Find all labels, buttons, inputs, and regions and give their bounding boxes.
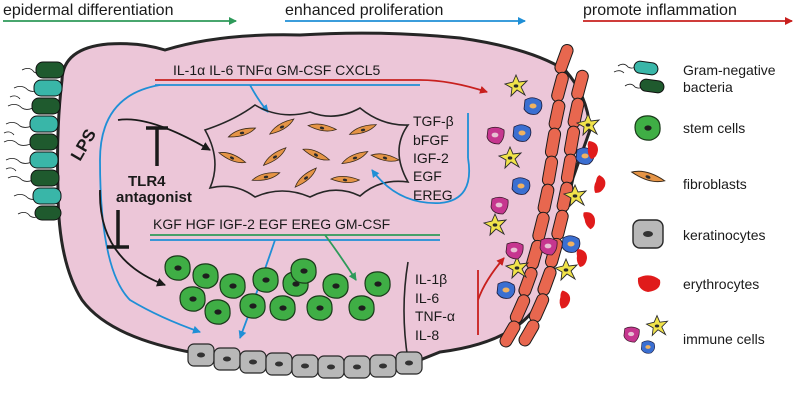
legend-immune-label: immune cells [683, 331, 765, 347]
middle-cytokines-label: KGF HGF IGF-2 EGF EREG GM-CSF [153, 216, 390, 232]
arrow-top-to-keratinocytes [99, 84, 201, 334]
factor-tgfb: TGF-β [413, 113, 454, 129]
header-inflammation: promote inflammation [583, 2, 793, 25]
legend-kerat-label: keratinocytes [683, 227, 765, 243]
stem-factors: IL-1β IL-6 TNF-α IL-8 [403, 257, 505, 361]
legend-immune-cells: immune cells [623, 315, 765, 354]
legend-erythrocytes: erythrocytes [637, 275, 759, 292]
legend-bacteria-label-2: bacteria [683, 79, 733, 95]
tlr4-label-2: antagonist [116, 189, 192, 206]
legend-stem-label: stem cells [683, 120, 745, 136]
arrow-lps-to-fibroblasts [117, 118, 211, 151]
keratinocyte-row [187, 343, 423, 379]
header-differentiation-label: epidermal differentiation [3, 2, 173, 19]
factor-ereg: EREG [413, 187, 453, 203]
header-differentiation: epidermal differentiation [3, 2, 237, 25]
tlr4-label-1: TLR4 [128, 173, 166, 190]
factor-il8: IL-8 [415, 327, 439, 343]
arrow-middle-to-stem [324, 234, 357, 281]
fibroblast-zone-outline [203, 104, 410, 198]
header-proliferation: enhanced proliferation [285, 2, 526, 25]
arrow-factors-feedback [371, 157, 470, 204]
legend-bacteria: Gram-negative bacteria [613, 60, 776, 95]
legend-fibroblasts: fibroblasts [630, 165, 747, 192]
fibroblast-factors: TGF-β bFGF IGF-2 EGF EREG [371, 113, 470, 204]
arrow-stem-to-immune [477, 257, 505, 301]
factor-il1b: IL-1β [415, 271, 447, 287]
legend-fibro-label: fibroblasts [683, 176, 747, 192]
stem-factor-bracket [403, 261, 409, 361]
factor-igf2: IGF-2 [413, 150, 449, 166]
top-cytokines-label: IL-1α IL-6 TNFα GM-CSF CXCL5 [173, 62, 381, 78]
arrow-top-to-immune [419, 79, 488, 94]
bacteria-cluster [3, 61, 65, 221]
header-inflammation-label: promote inflammation [583, 2, 737, 19]
vessel-wall [499, 44, 589, 348]
header-proliferation-label: enhanced proliferation [285, 2, 443, 19]
factor-tnfa: TNF-α [415, 308, 455, 324]
legend-keratinocytes: keratinocytes [632, 219, 765, 249]
legend: Gram-negative bacteria stem cells fibrob… [613, 60, 776, 354]
bacteria-cells [29, 61, 65, 221]
factor-il6: IL-6 [415, 290, 439, 306]
legend-bacteria-label-1: Gram-negative [683, 62, 776, 78]
factor-bfgf: bFGF [413, 132, 449, 148]
legend-stem-cells: stem cells [634, 115, 745, 141]
arrow-lps-to-stem [99, 189, 166, 287]
factor-egf: EGF [413, 168, 442, 184]
legend-ery-label: erythrocytes [683, 276, 759, 292]
